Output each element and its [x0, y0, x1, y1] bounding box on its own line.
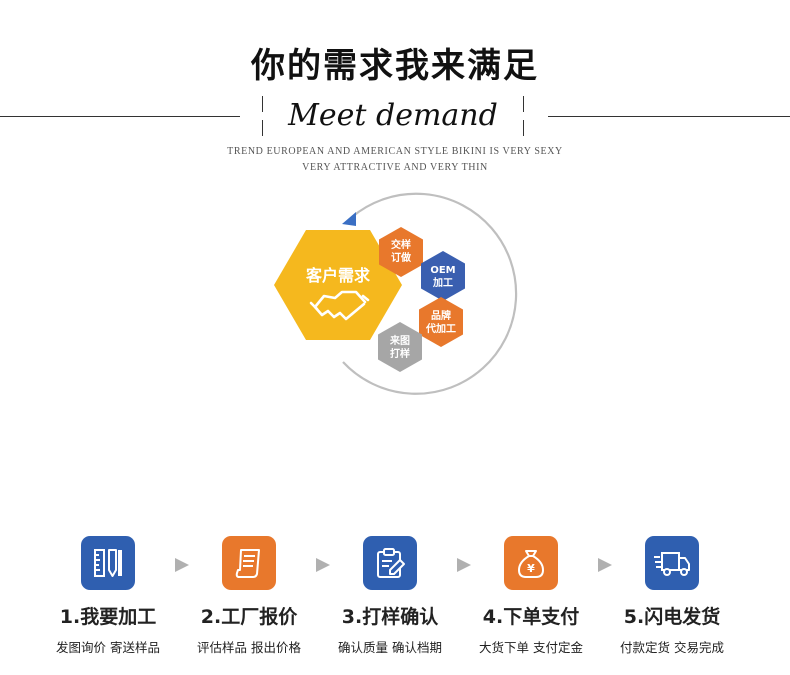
- step-icon-box: [222, 536, 276, 590]
- handshake-icon: [309, 290, 370, 321]
- step-5: 5.闪电发货 付款定货 交易完成: [602, 536, 742, 656]
- option-label-line1: 交样: [391, 238, 411, 251]
- delivery-truck-icon: [654, 552, 690, 576]
- step-arrow-icon: [598, 558, 612, 572]
- step-2: 2.工厂报价 评估样品 报出价格: [179, 536, 319, 656]
- process-steps: 1.我要加工 发图询价 寄送样品 2.工厂报价 评估样品 报出价格: [0, 536, 790, 656]
- option-label-line2: 订做: [391, 251, 412, 264]
- step-3: 3.打样确认 确认质量 确认档期: [320, 536, 460, 656]
- step-title: 3.打样确认: [341, 606, 439, 628]
- demand-diagram: 客户需求 交样 订做 OEM 加工 品牌 代加工 来图 打样: [274, 192, 518, 395]
- description-line-1: TREND EUROPEAN AND AMERICAN STYLE BIKINI…: [227, 146, 563, 157]
- option-label-line2: 打样: [390, 347, 410, 360]
- quote-sheet-icon: [235, 549, 260, 578]
- step-icon-box: [81, 536, 135, 590]
- step-icon-box: ¥: [504, 536, 558, 590]
- step-arrow-icon: [175, 558, 189, 572]
- step-arrow-icon: [457, 558, 471, 572]
- option-label-line1: 品牌: [431, 309, 451, 322]
- cycle-arc: [342, 192, 518, 395]
- customer-demand-hexagon: [274, 230, 402, 340]
- page-title: 你的需求我来满足: [251, 46, 539, 86]
- ruler-pencil-icon: [94, 549, 122, 577]
- page-subtitle: Meet demand: [288, 98, 498, 133]
- step-title: 5.闪电发货: [623, 606, 721, 628]
- step-subtitle: 评估样品 报出价格: [197, 640, 301, 655]
- customer-demand-label: 客户需求: [306, 266, 371, 285]
- option-label-line1: 来图: [389, 334, 410, 347]
- option-label-line2: 代加工: [425, 322, 456, 335]
- svg-text:¥: ¥: [527, 562, 535, 575]
- divider-right: [548, 116, 790, 117]
- step-1: 1.我要加工 发图询价 寄送样品: [38, 536, 178, 656]
- option-oem: OEM 加工: [421, 251, 465, 301]
- option-brand-oem: 品牌 代加工: [419, 297, 463, 347]
- description-line-2: VERY ATTRACTIVE AND VERY THIN: [302, 162, 488, 173]
- step-subtitle: 确认质量 确认档期: [338, 640, 442, 655]
- option-sample-custom: 交样 订做: [379, 227, 423, 277]
- step-arrow-icon: [316, 558, 330, 572]
- divider-left: [0, 116, 240, 117]
- step-title: 1.我要加工: [59, 606, 157, 628]
- step-title: 2.工厂报价: [200, 606, 298, 628]
- step-icon-box: [363, 536, 417, 590]
- step-4: ¥ 4.下单支付 大货下单 支付定金: [461, 536, 601, 656]
- option-drawing-proof: 来图 打样: [378, 322, 422, 372]
- step-title: 4.下单支付: [482, 606, 580, 628]
- option-label-line2: 加工: [432, 276, 453, 289]
- money-bag-icon: ¥: [517, 550, 545, 578]
- step-subtitle: 大货下单 支付定金: [479, 640, 583, 655]
- step-subtitle: 付款定货 交易完成: [620, 640, 724, 655]
- cycle-arrow-icon: [342, 212, 356, 226]
- step-subtitle: 发图询价 寄送样品: [56, 640, 160, 655]
- option-label-line1: OEM: [430, 265, 455, 276]
- step-icon-box: [645, 536, 699, 590]
- clipboard-edit-icon: [377, 548, 405, 578]
- subtitle-frame: [262, 96, 524, 136]
